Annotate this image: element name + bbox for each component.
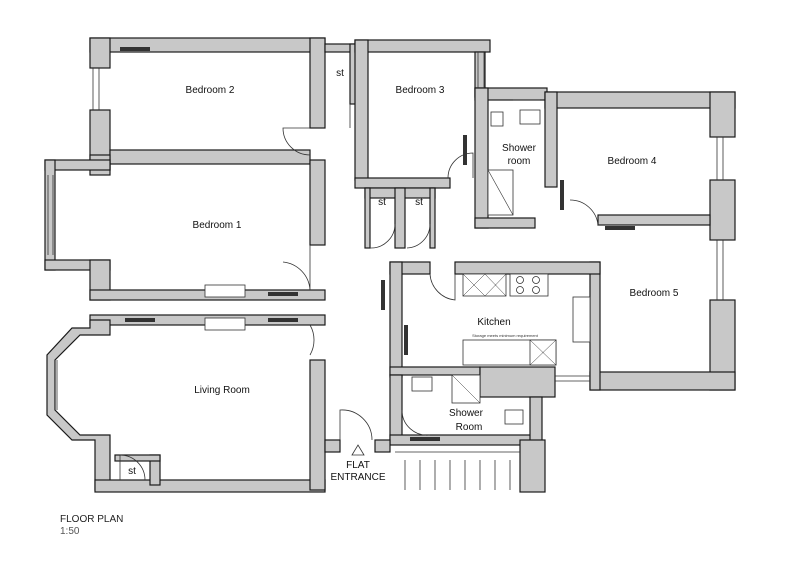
entrance-label-line2: ENTRANCE (330, 472, 385, 483)
label-shower-room-top: Shower (502, 143, 537, 154)
doors (119, 104, 599, 481)
radiators (120, 47, 635, 441)
label-storage: st (336, 68, 344, 79)
label-kitchen: Kitchen (477, 317, 510, 328)
plan-title: FLOOR PLAN (60, 514, 124, 525)
label-shower-room-bottom: Shower (449, 408, 484, 419)
label-shower-room-bottom-2: Room (456, 422, 483, 433)
room-labels: Bedroom 2 Bedroom 3 Bedroom 1 Bedroom 4 … (128, 68, 679, 483)
windows (47, 52, 724, 410)
label-storage: st (128, 466, 136, 477)
label-bedroom-2: Bedroom 2 (186, 85, 235, 96)
label-storage: st (415, 197, 423, 208)
label-bedroom-1: Bedroom 1 (193, 220, 242, 231)
plan-scale: 1:50 (60, 526, 80, 537)
label-shower-room-top-2: room (508, 156, 531, 167)
label-storage: st (378, 197, 386, 208)
label-living-room: Living Room (194, 385, 250, 396)
entrance-label-line1: FLAT (346, 460, 370, 471)
label-bedroom-5: Bedroom 5 (630, 288, 679, 299)
walls (44, 37, 736, 493)
label-bedroom-4: Bedroom 4 (608, 156, 657, 167)
kitchen-note: Storage meets minimum requirement (472, 333, 539, 338)
entrance-arrow-icon (351, 444, 365, 456)
label-bedroom-3: Bedroom 3 (396, 85, 445, 96)
fixtures (351, 109, 591, 490)
